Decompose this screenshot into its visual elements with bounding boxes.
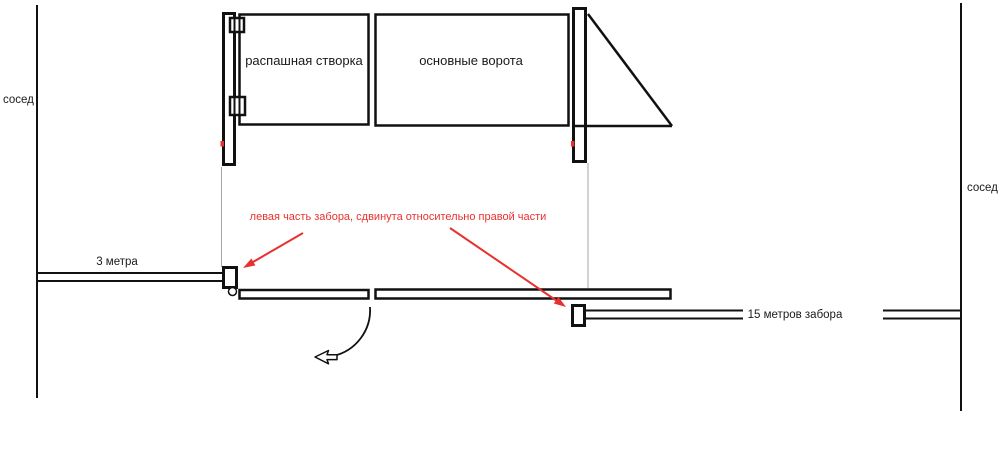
left-gate-post xyxy=(222,12,236,166)
hinge-top-icon xyxy=(228,16,246,34)
main-gate-label: основные ворота xyxy=(419,53,523,68)
swing-arc-arrow xyxy=(332,306,371,357)
right-fence-post xyxy=(571,304,586,327)
right-gate-post xyxy=(572,7,587,163)
fence-15m-line-left xyxy=(586,309,743,320)
right-fence-length-label: 15 метров забора xyxy=(747,309,843,321)
gate-triangle-hypotenuse xyxy=(587,13,673,127)
hinge-bottom-icon xyxy=(228,95,247,117)
left-fence-length-label: 3 метра xyxy=(96,256,138,268)
main-gate-outline xyxy=(374,13,570,127)
red-mark-left xyxy=(220,141,224,147)
swing-arrow-head-icon xyxy=(314,349,338,365)
left-fence-panel xyxy=(238,288,370,300)
left-fence-3m-line xyxy=(38,272,222,282)
left-fence-post xyxy=(222,266,238,289)
right-fence-panel xyxy=(374,288,672,300)
swing-leaf-label: распашная створка xyxy=(245,53,363,68)
swing-leaf-outline xyxy=(238,13,370,126)
red-pointer-arrow-left xyxy=(243,232,304,268)
fence-15m-line-right xyxy=(883,309,960,320)
red-pointer-arrow-right xyxy=(449,227,566,307)
hinge-pivot-circle xyxy=(227,286,238,297)
right-neighbor-label: сосед xyxy=(967,182,998,194)
left-neighbor-label: сосед xyxy=(3,94,34,106)
red-mark-right xyxy=(571,141,575,147)
fence-offset-annotation: левая часть забора, сдвинута относительн… xyxy=(249,211,547,223)
